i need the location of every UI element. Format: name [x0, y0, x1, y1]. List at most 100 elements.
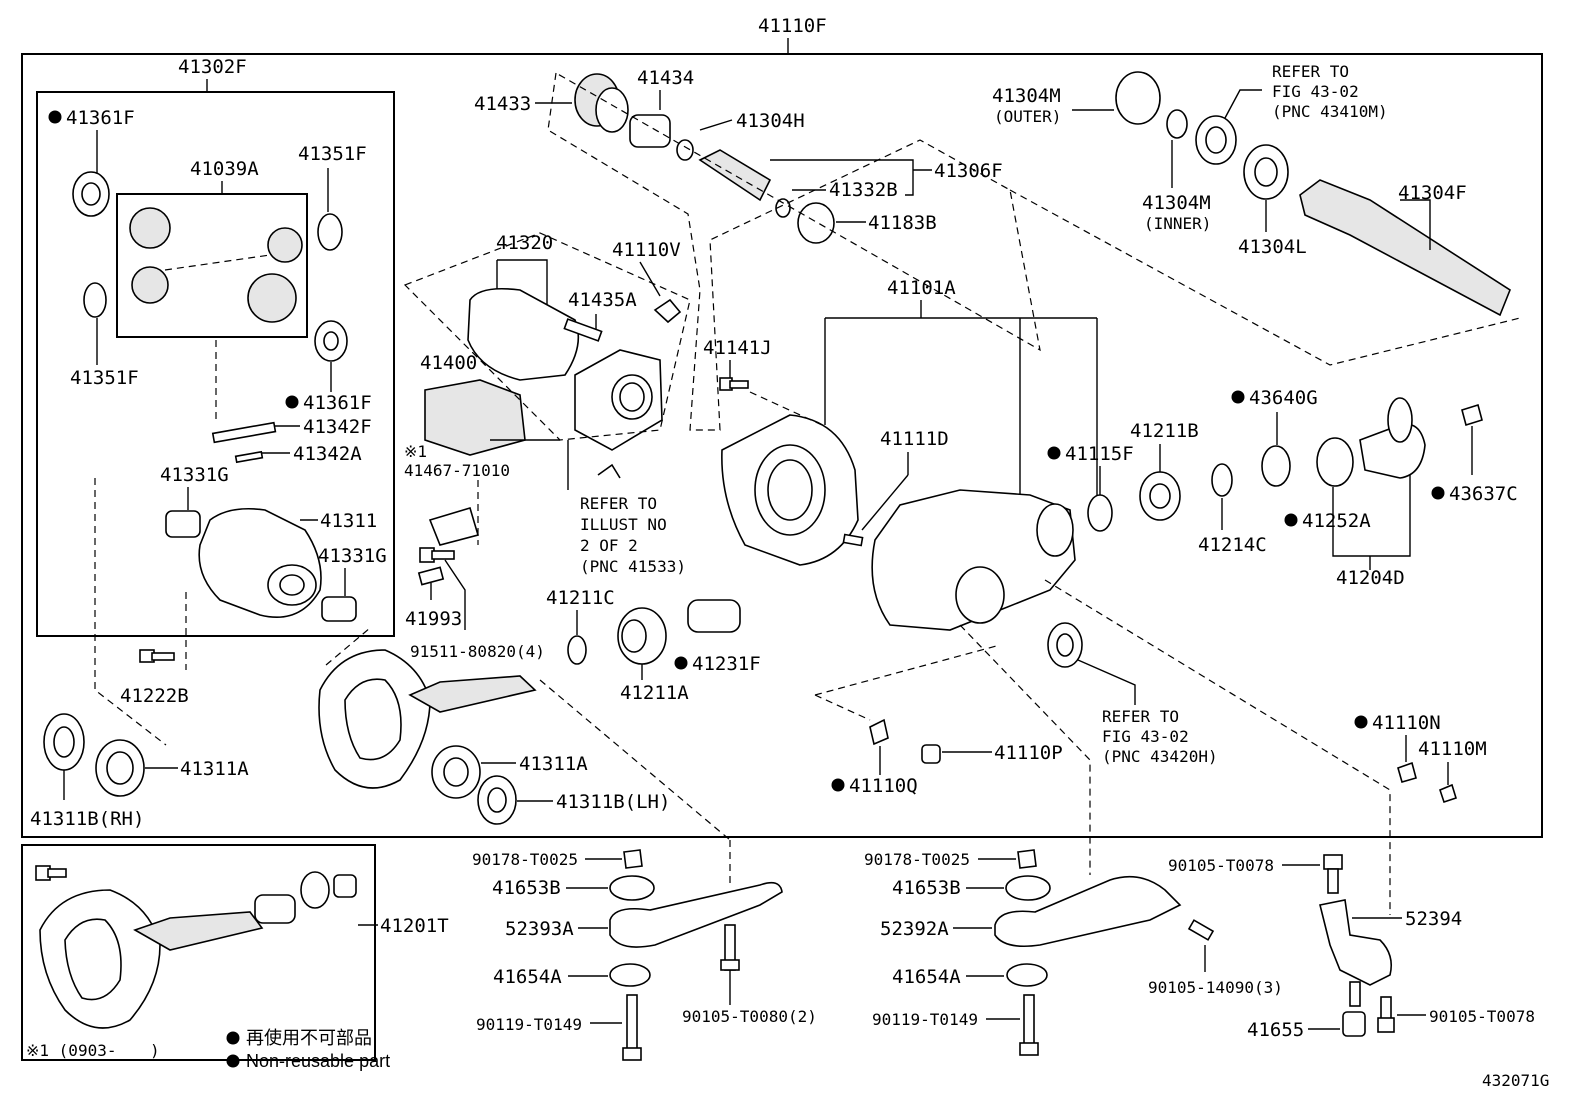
- label-41311A-b: 41311A: [519, 753, 588, 775]
- bearing-41434: [629, 114, 671, 148]
- bracket-52392A: [994, 875, 1182, 948]
- label-90105-T0078-a: 90105-T0078: [1168, 856, 1274, 875]
- label-41110V: 41110V: [612, 239, 681, 261]
- label-41115F: 41115F: [1065, 443, 1134, 465]
- label-41311: 41311: [320, 510, 377, 532]
- label-41331G-a: 41331G: [160, 464, 229, 486]
- legend-non-reusable-en: Non-reusable part: [246, 1051, 390, 1071]
- label-41111D: 41111D: [880, 428, 949, 450]
- pinion-shaft-pin: [234, 450, 264, 464]
- label-41231F: 41231F: [692, 653, 761, 675]
- label-41304M-inner: 41304M: [1142, 192, 1211, 214]
- label-90105-T0078-b: 90105-T0078: [1429, 1007, 1535, 1026]
- cushion-41654A-a: [609, 963, 651, 987]
- nut-43637C: [1461, 403, 1483, 427]
- label-41467: 41467-71010: [404, 461, 510, 480]
- actuator-housing-41320: [467, 287, 580, 381]
- bushing-41331G-b: [321, 596, 357, 622]
- bracket-52393A: [609, 881, 783, 948]
- refer-illust-line3: 2 OF 2: [580, 536, 638, 555]
- label-41304L: 41304L: [1238, 236, 1307, 258]
- label-41211C: 41211C: [546, 587, 615, 609]
- label-41653B-b: 41653B: [892, 877, 961, 899]
- label-90119-b: 90119-T0149: [872, 1010, 978, 1029]
- label-41039A: 41039A: [190, 158, 259, 180]
- label-inner: (INNER): [1144, 214, 1211, 233]
- label-41204D: 41204D: [1336, 567, 1405, 589]
- plug-41110N: [1397, 761, 1417, 783]
- label-41351F-a: 41351F: [298, 143, 367, 165]
- thrust-washer-41351F-a: [317, 213, 343, 251]
- wire-clip: [597, 463, 621, 479]
- pinion-gear-a: [129, 207, 171, 249]
- label-41331G-b: 41331G: [318, 545, 387, 567]
- label-41400: 41400: [420, 352, 477, 374]
- thrust-washer-41351F-b: [83, 282, 107, 318]
- label-41654A-b: 41654A: [892, 966, 961, 988]
- label-41435A: 41435A: [568, 289, 637, 311]
- label-43637C: 43637C: [1449, 483, 1518, 505]
- label-41320: 41320: [496, 232, 553, 254]
- label-41361F-b: 41361F: [303, 392, 372, 414]
- label-43640G: 43640G: [1249, 387, 1318, 409]
- refer-fig-b-line3: (PNC 43420H): [1102, 747, 1218, 766]
- label-41655: 41655: [1247, 1019, 1304, 1041]
- label-41311B-LH: 41311B(LH): [556, 791, 670, 813]
- main-assembly-frame: [21, 53, 1543, 838]
- pin-41111D: [842, 533, 864, 547]
- side-gear-a: [267, 227, 303, 263]
- refer-fig-b-line2: FIG 43-02: [1102, 727, 1189, 746]
- label-41304H: 41304H: [736, 110, 805, 132]
- pinion-shaft: [211, 421, 277, 444]
- label-top-assembly: 41110F: [758, 15, 827, 37]
- nut-90178-a: [623, 849, 643, 869]
- snap-ring-inner: [1166, 109, 1188, 139]
- label-41306F: 41306F: [934, 160, 1003, 182]
- label-41332B: 41332B: [829, 179, 898, 201]
- label-41304M-outer: 41304M: [992, 85, 1061, 107]
- label-41342A: 41342A: [293, 443, 362, 465]
- cushion-41653B-b: [1005, 875, 1051, 901]
- bracket-41467: [428, 507, 480, 546]
- label-41302F: 41302F: [178, 56, 247, 78]
- bushing-41331G-a: [165, 510, 201, 538]
- snap-ring-outer: [1115, 71, 1161, 125]
- collapsible-spacer-41231F: [687, 599, 741, 633]
- seal-41183B: [797, 202, 835, 244]
- label-41351F-b: 41351F: [70, 367, 139, 389]
- label-41201T: 41201T: [380, 915, 449, 937]
- bolt-90105-T0078-b: [1380, 996, 1392, 1020]
- label-41342F: 41342F: [303, 416, 372, 438]
- label-41110P: 41110P: [994, 742, 1063, 764]
- label-41361F-a: 41361F: [66, 107, 135, 129]
- bolt-90119-b: [1023, 994, 1035, 1046]
- snap-ring-41332B: [775, 198, 791, 218]
- refer-fig-a-line2: FIG 43-02: [1272, 82, 1359, 101]
- breather-plug: [653, 298, 682, 324]
- bolt-90105-14090: [1187, 919, 1215, 941]
- bolt-90119-a: [626, 994, 638, 1051]
- ring-pinion-set-frame: [21, 844, 376, 1061]
- label-41654A-a: 41654A: [493, 966, 562, 988]
- pinion-gear-b: [131, 266, 169, 304]
- washer-41214C: [1211, 463, 1233, 497]
- nut-set: [333, 874, 357, 898]
- label-41110N: 41110N: [1372, 712, 1441, 734]
- label-41252A: 41252A: [1302, 510, 1371, 532]
- label-41993: 41993: [405, 608, 462, 630]
- label-41434: 41434: [637, 67, 694, 89]
- label-41214C: 41214C: [1198, 534, 1267, 556]
- legend-ref-mark: ※1 (0903-: [26, 1041, 116, 1060]
- plug-41110P: [921, 744, 941, 764]
- refer-fig-a-line1: REFER TO: [1272, 62, 1349, 81]
- refer-illust-line2: ILLUST NO: [580, 515, 667, 534]
- bolt-41435A: [563, 318, 603, 342]
- side-gear-b: [247, 273, 297, 323]
- label-52393A: 52393A: [505, 918, 574, 940]
- actuator-41400: [424, 379, 526, 456]
- label-41311B-RH: 41311B(RH): [30, 808, 144, 830]
- cushion-41654A-b: [1006, 963, 1048, 987]
- seal-41115F: [1087, 494, 1113, 532]
- tag-41993: [417, 566, 445, 586]
